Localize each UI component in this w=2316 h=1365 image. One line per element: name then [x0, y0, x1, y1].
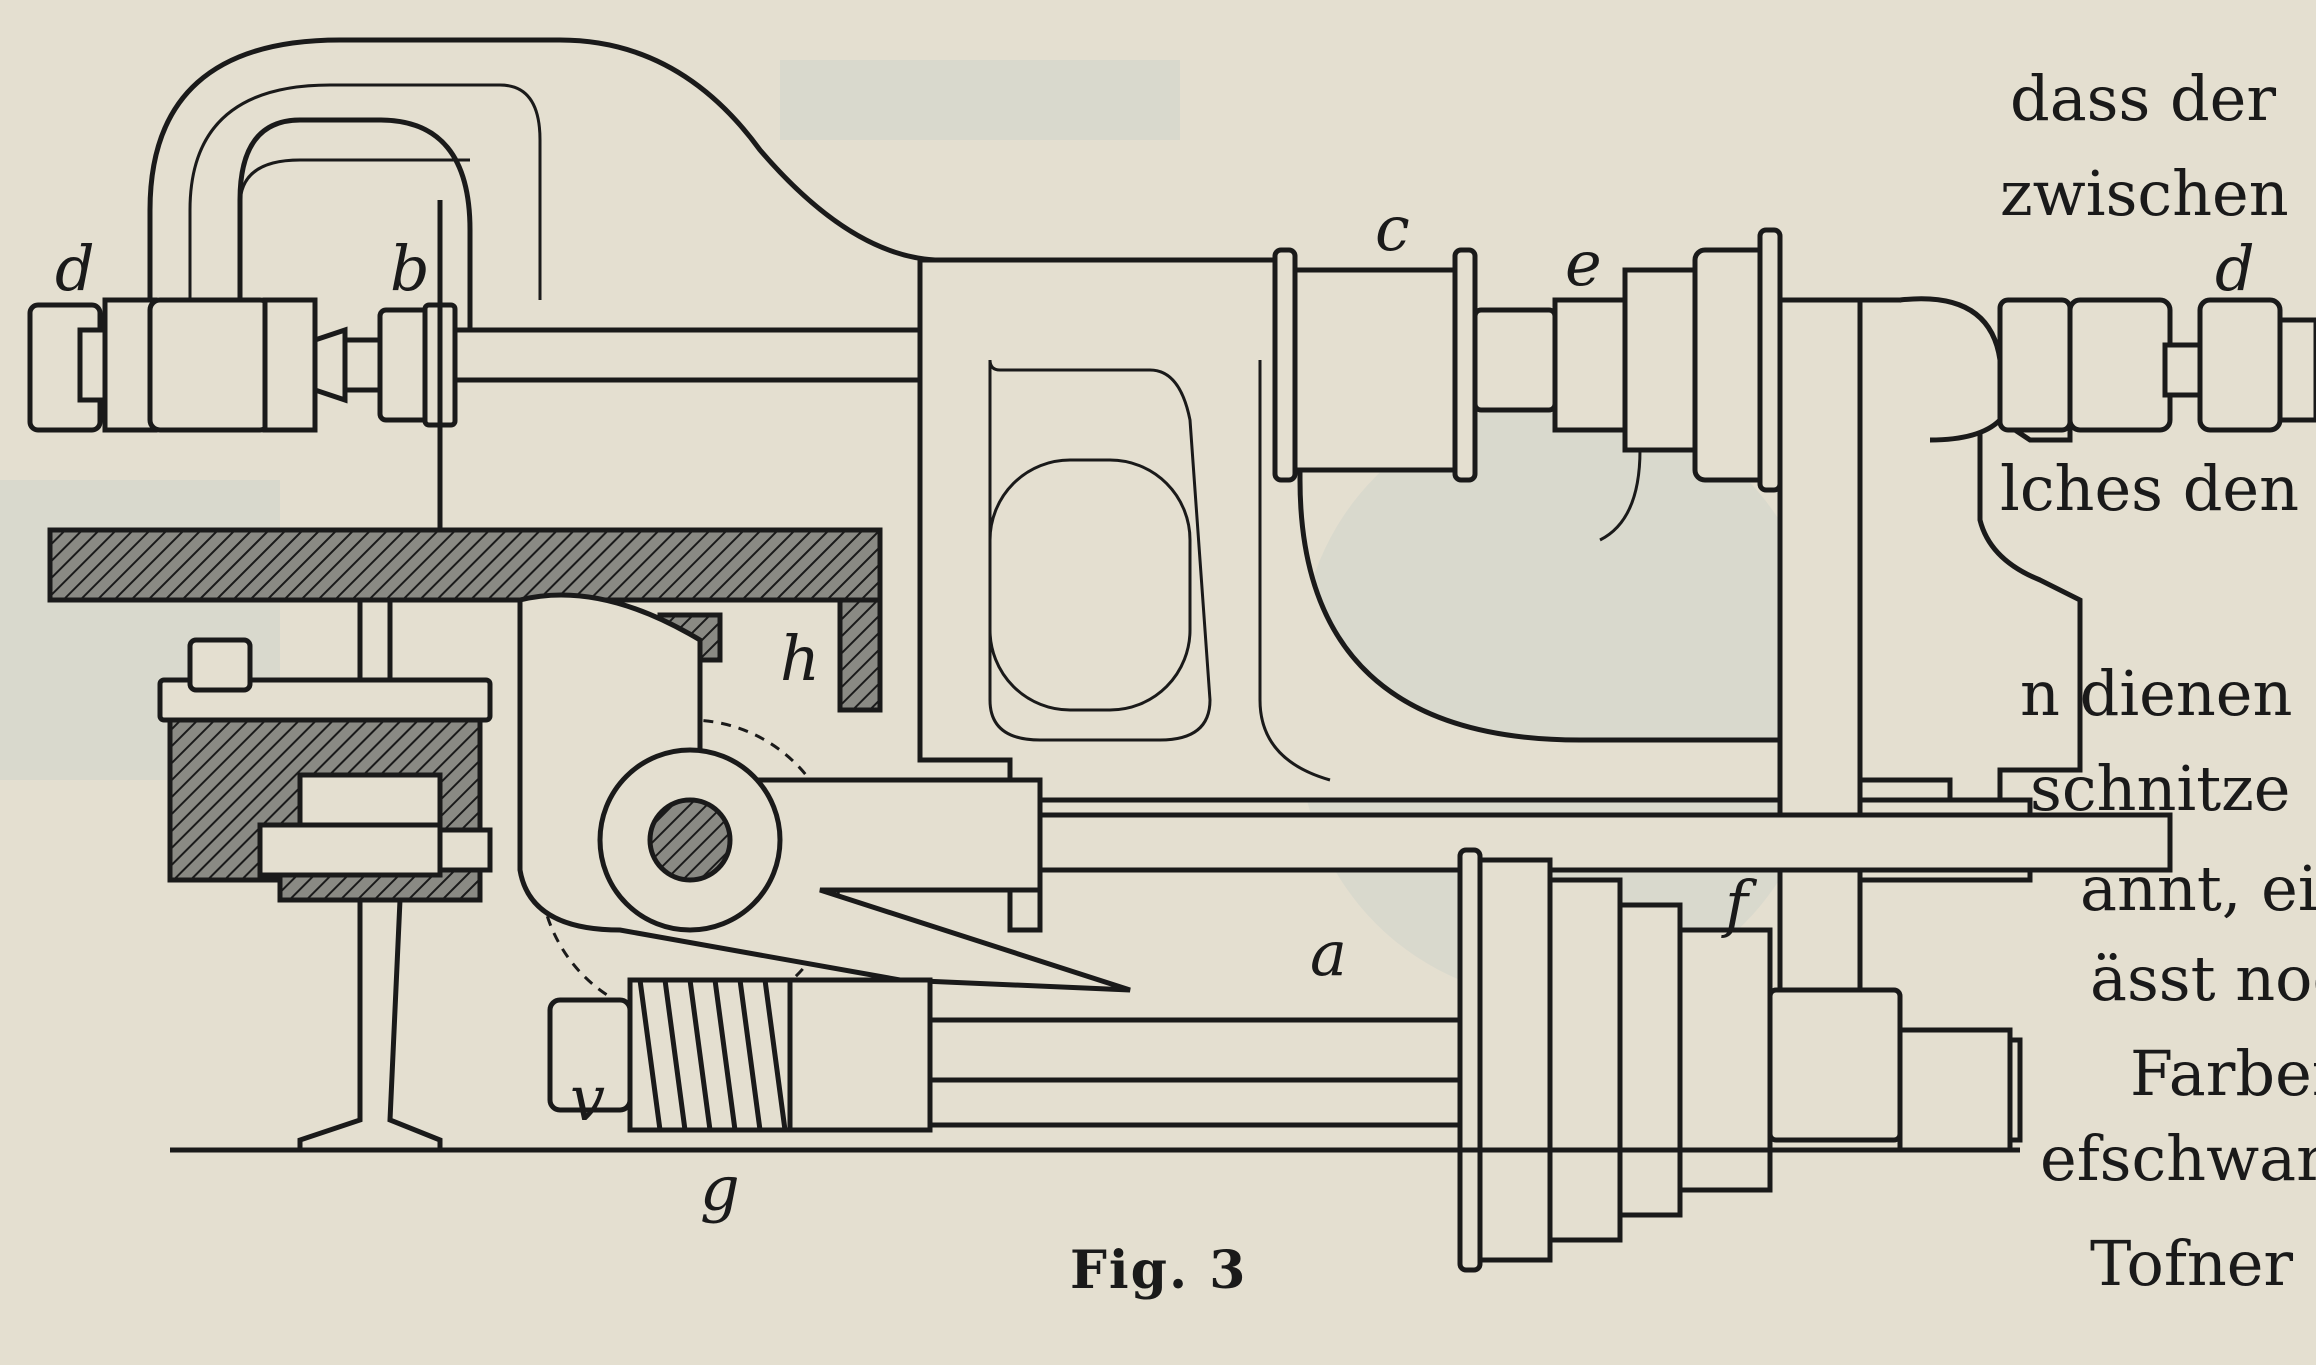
c-frame-arm	[147, 37, 938, 423]
feed-shaft	[1037, 812, 2173, 873]
table-support	[157, 597, 493, 1153]
label-d-left: d	[55, 232, 95, 305]
margin-line: n dienen	[2020, 657, 2292, 730]
margin-line: schnitze	[2030, 752, 2291, 825]
gear-and-lever	[517, 592, 1131, 1022]
label-c: c	[1375, 192, 1410, 265]
margin-line: dass der	[2010, 62, 2276, 135]
margin-line: Tofner	[2090, 1227, 2293, 1300]
label-b: b	[390, 232, 430, 305]
stepped-pulley-f	[1457, 847, 2023, 1273]
label-e: e	[1565, 227, 1602, 300]
margin-text: dass der zwischen lches den n dienen sch…	[2000, 62, 2316, 1300]
worm-gear	[547, 977, 1463, 1133]
label-h: h	[780, 622, 820, 695]
margin-line: efschwarz	[2040, 1122, 2316, 1195]
label-a: a	[1310, 917, 1347, 990]
left-bolt-d	[27, 297, 458, 433]
pulley-stack-e	[1472, 227, 1783, 493]
worm-thread	[637, 977, 788, 1133]
margin-line: zwischen	[2000, 157, 2289, 230]
margin-line: Farben	[2130, 1037, 2316, 1110]
figure-caption: Fig. 3	[1070, 1240, 1248, 1301]
label-g: g	[700, 1152, 740, 1225]
margin-line: lches den	[2000, 452, 2299, 525]
margin-line: ässt noch	[2090, 942, 2316, 1015]
pulley-c	[1272, 247, 1478, 483]
label-d-right: d	[2215, 232, 2255, 305]
worktable	[47, 527, 883, 713]
right-bolt-d	[1899, 296, 2316, 443]
margin-line: annt, eine	[2080, 852, 2316, 925]
label-v: v	[570, 1062, 605, 1135]
